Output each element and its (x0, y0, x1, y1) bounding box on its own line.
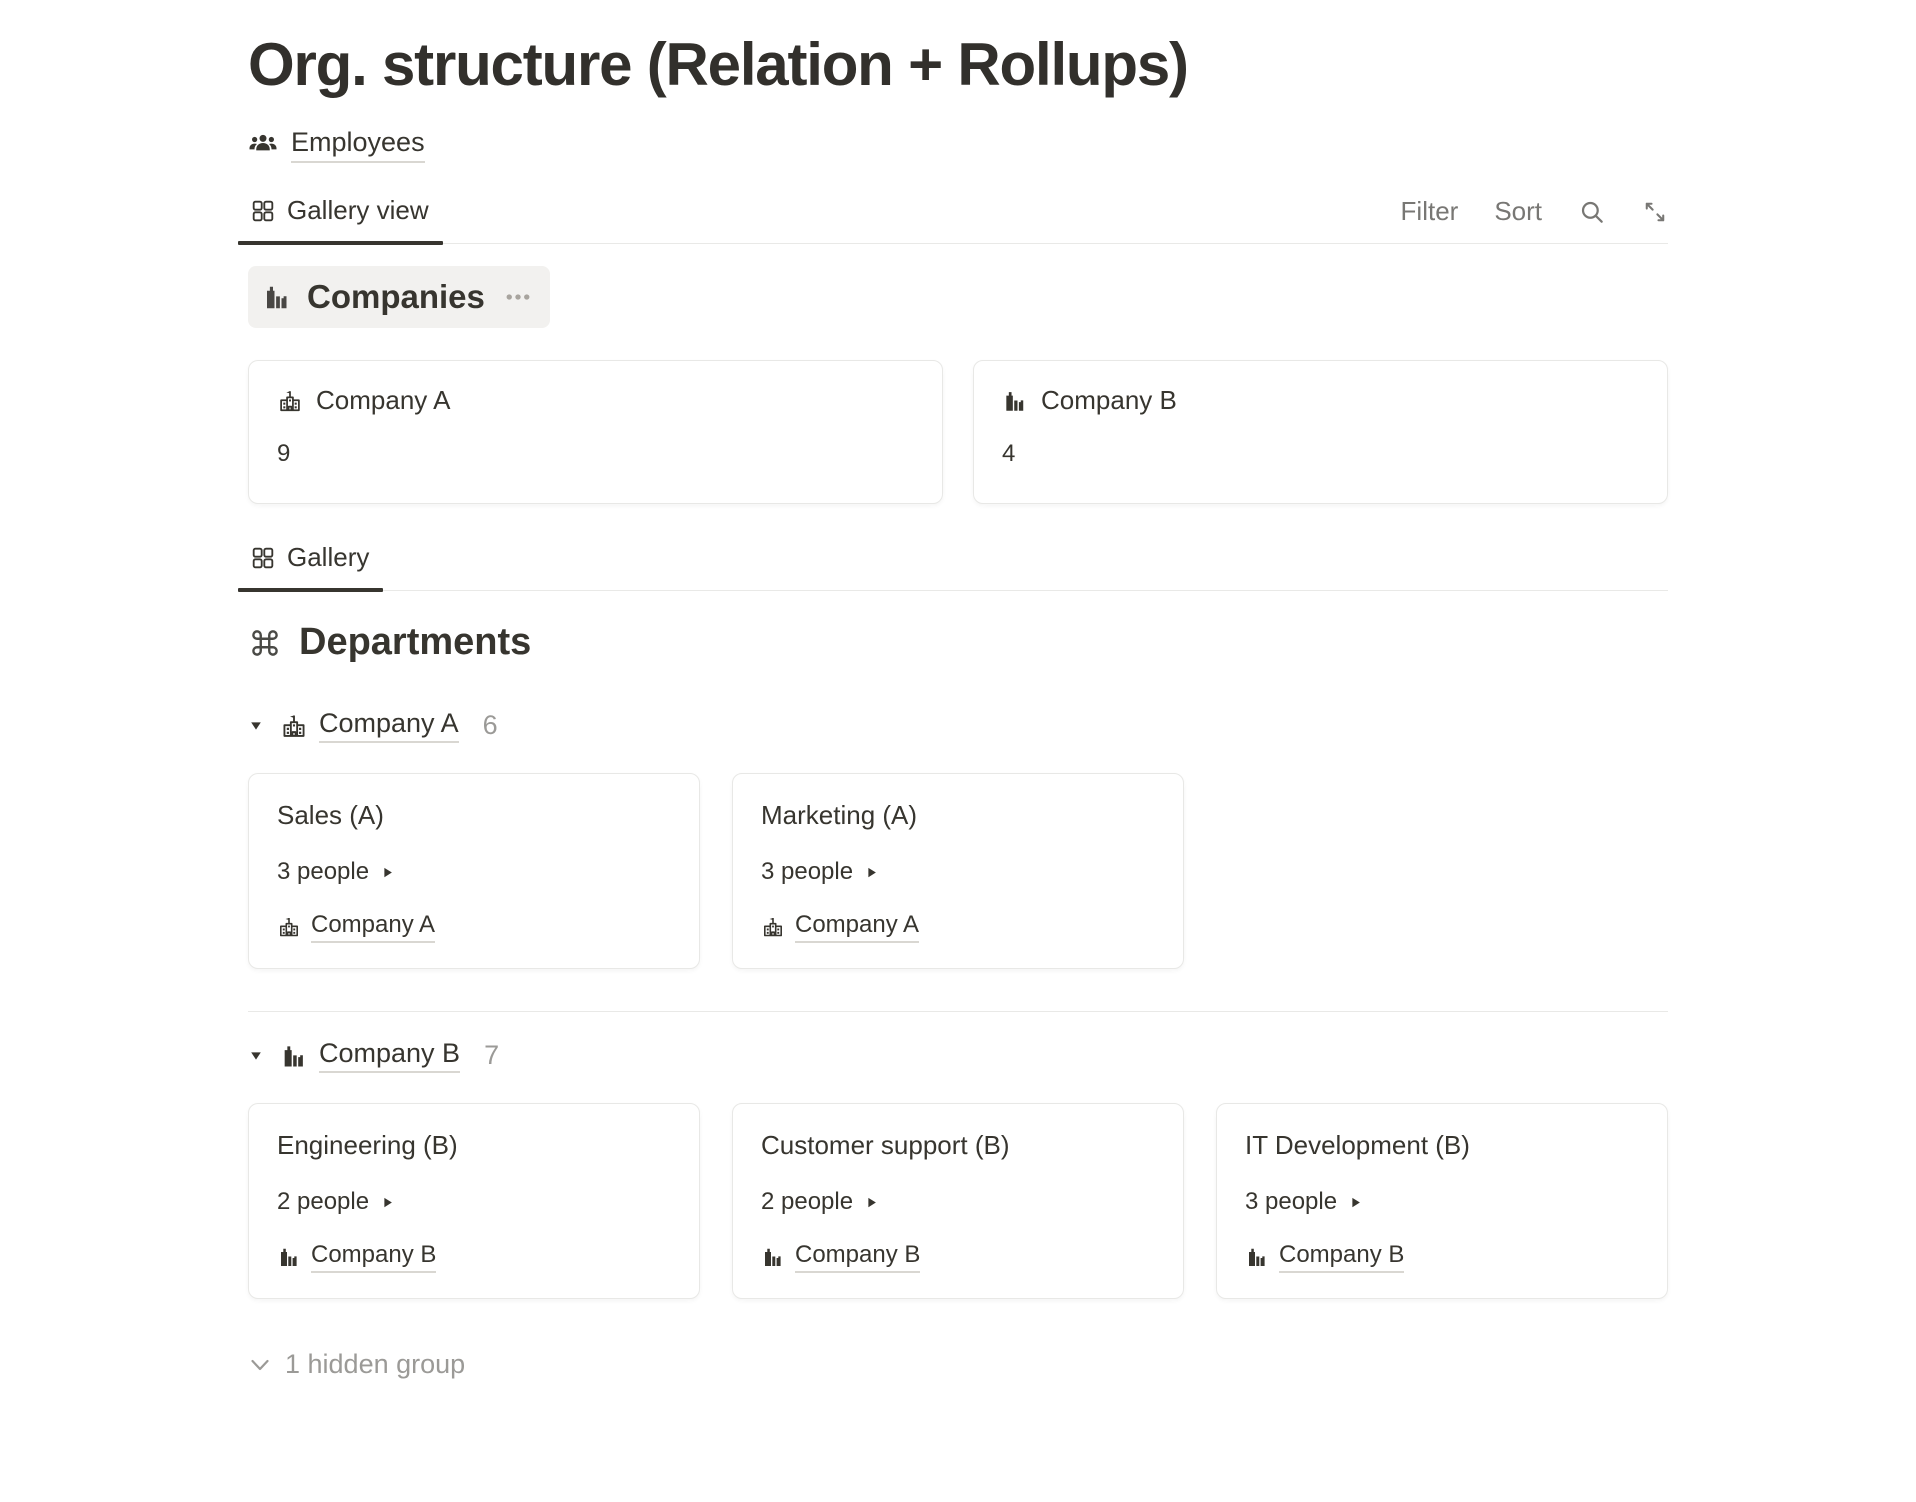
companies-card-grid: Company A 9 Company B 4 (248, 360, 1668, 504)
expand-icon[interactable] (1642, 199, 1668, 225)
companies-group-header[interactable]: Companies (248, 266, 550, 328)
card-title: Company B (1041, 385, 1177, 415)
people-rollup[interactable]: 2 people (761, 1188, 1155, 1216)
card-title: Marketing (A) (761, 800, 918, 830)
people-rollup[interactable]: 3 people (1245, 1188, 1639, 1216)
card-title: Engineering (B) (277, 1130, 458, 1160)
card-title: Company A (316, 385, 451, 415)
group-label: Company B (319, 1038, 461, 1073)
people-rollup[interactable]: 2 people (277, 1188, 671, 1216)
people-count: 2 people (761, 1188, 854, 1215)
school-building-icon (277, 388, 303, 414)
department-card[interactable]: Engineering (B) 2 people Company B (248, 1103, 700, 1299)
tab-label: Gallery (287, 542, 370, 572)
school-building-icon (277, 915, 301, 939)
breadcrumb-label: Employees (291, 127, 425, 163)
play-icon (1348, 1195, 1363, 1210)
people-count: 3 people (277, 858, 370, 885)
more-options-icon[interactable] (504, 283, 532, 311)
school-building-icon (761, 915, 785, 939)
company-relation-link[interactable]: Company B (761, 1241, 1155, 1273)
group-header-company-a: Company A 6 (248, 708, 1668, 743)
group-divider (248, 1011, 1668, 1012)
company-link-label: Company B (1279, 1241, 1405, 1273)
breadcrumb-employees[interactable]: Employees (248, 127, 425, 163)
gallery-grid-icon (250, 198, 276, 224)
sort-button[interactable]: Sort (1494, 196, 1542, 226)
triangle-down-icon[interactable] (248, 718, 264, 734)
search-icon[interactable] (1578, 198, 1606, 226)
people-icon (248, 130, 278, 160)
play-icon (864, 1195, 879, 1210)
tab-gallery[interactable]: Gallery (237, 538, 384, 592)
card-count: 9 (277, 440, 291, 467)
chevron-down-icon (248, 1353, 272, 1377)
people-rollup[interactable]: 3 people (277, 858, 671, 886)
company-relation-link[interactable]: Company A (761, 911, 1155, 943)
company-link-label: Company A (795, 911, 920, 943)
company-link-label: Company B (795, 1241, 921, 1273)
group-link-company-b[interactable]: Company B (280, 1038, 461, 1073)
view-toolbar: Filter Sort (1401, 196, 1668, 243)
play-icon (380, 1195, 395, 1210)
factory-icon (1245, 1245, 1269, 1269)
company-relation-link[interactable]: Company A (277, 911, 671, 943)
factory-icon (761, 1245, 785, 1269)
department-card[interactable]: Customer support (B) 2 people Company B (732, 1103, 1184, 1299)
people-count: 3 people (1245, 1188, 1338, 1215)
card-title: IT Development (B) (1245, 1130, 1470, 1160)
people-count: 2 people (277, 1188, 370, 1215)
play-icon (380, 865, 395, 880)
filter-button[interactable]: Filter (1400, 196, 1459, 226)
company-link-label: Company B (311, 1241, 437, 1273)
departments-section-title: Departments (248, 621, 1668, 664)
companies-view-tab-bar: Gallery view Filter Sort (238, 191, 1668, 245)
people-rollup[interactable]: 3 people (761, 858, 1155, 886)
people-count: 3 people (761, 858, 854, 885)
departments-view-tab-bar: Gallery (237, 538, 1668, 592)
page-title: Org. structure (Relation + Rollups) (248, 31, 1189, 98)
group-link-company-a[interactable]: Company A (280, 708, 459, 743)
department-card[interactable]: Sales (A) 3 people Company A (248, 773, 700, 969)
company-link-label: Company A (311, 911, 436, 943)
school-building-icon (280, 712, 308, 740)
card-count: 4 (1002, 440, 1016, 467)
group-count: 6 (482, 710, 498, 740)
tab-gallery-view[interactable]: Gallery view (238, 191, 443, 245)
company-card-b[interactable]: Company B 4 (973, 360, 1668, 504)
triangle-down-icon[interactable] (248, 1048, 264, 1064)
companies-group-label: Companies (307, 278, 485, 315)
group-header-company-b: Company B 7 (248, 1038, 1668, 1073)
department-card[interactable]: Marketing (A) 3 people Company A (732, 773, 1184, 969)
command-icon (248, 626, 282, 660)
play-icon (864, 865, 879, 880)
section-title-label: Departments (299, 621, 532, 663)
card-title: Sales (A) (277, 800, 384, 830)
gallery-grid-icon (250, 545, 276, 571)
departments-card-grid-a: Sales (A) 3 people Company A Marketing (… (248, 773, 1668, 969)
page-content: Org. structure (Relation + Rollups) Empl… (237, 30, 1668, 1380)
tab-label: Gallery view (287, 195, 429, 225)
factory-icon (1002, 388, 1028, 414)
factory-icon (277, 1245, 301, 1269)
company-relation-link[interactable]: Company B (277, 1241, 671, 1273)
departments-card-grid-b: Engineering (B) 2 people Company B Custo… (248, 1103, 1668, 1299)
factory-icon (280, 1042, 308, 1070)
department-card[interactable]: IT Development (B) 3 people Company B (1216, 1103, 1668, 1299)
factory-icon (262, 282, 292, 312)
card-title: Customer support (B) (761, 1130, 1010, 1160)
group-label: Company A (319, 708, 459, 743)
group-count: 7 (484, 1040, 500, 1070)
company-relation-link[interactable]: Company B (1245, 1241, 1639, 1273)
hidden-group-toggle[interactable]: 1 hidden group (248, 1349, 1668, 1380)
company-card-a[interactable]: Company A 9 (248, 360, 943, 504)
hidden-group-label: 1 hidden group (285, 1349, 466, 1379)
